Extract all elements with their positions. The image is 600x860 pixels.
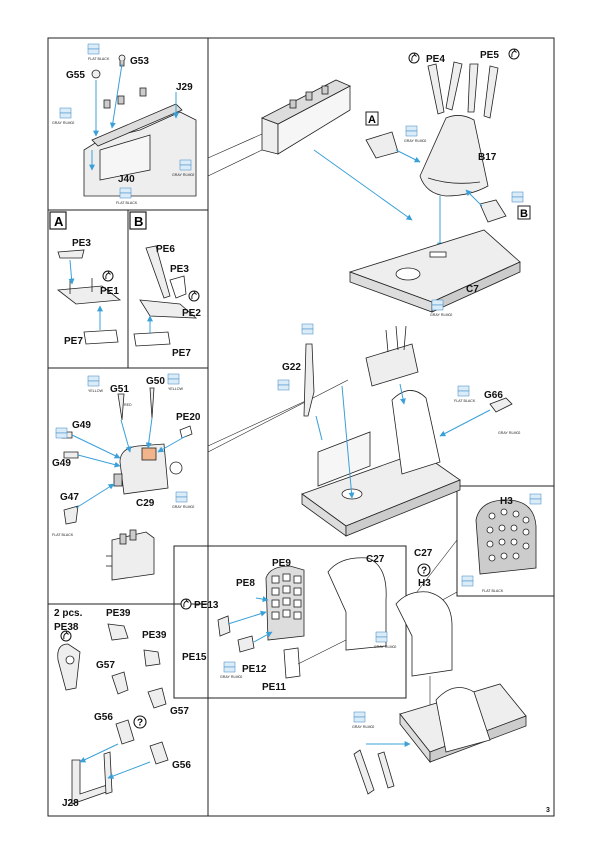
part-label-g47: G47	[60, 492, 79, 503]
paint-note: GRAY RLM02	[498, 431, 520, 435]
section-letter-b-box	[517, 205, 531, 220]
paint-note: GRAY RLM02	[220, 675, 242, 679]
part-label-c27-b: C27	[414, 548, 433, 559]
section-letter-a-ref: A	[368, 114, 376, 126]
part-label-pe7: PE7	[64, 336, 83, 347]
panel-bulkhead-arrows	[89, 63, 179, 171]
pedal-panel-arrows	[79, 743, 151, 779]
part-label-g50: G50	[146, 376, 165, 387]
part-label-pe39-b: PE39	[142, 630, 167, 641]
paint-note: GRAY RLM02	[374, 645, 396, 649]
tub-arrows	[315, 383, 491, 499]
part-label-pe20: PE20	[176, 412, 201, 423]
part-label-pe38: PE38	[54, 622, 79, 633]
part-label-g57: G57	[96, 660, 115, 671]
paint-note: GRAY RLM02	[352, 725, 374, 729]
part-label-pe2: PE2	[182, 308, 201, 319]
instrument-panel-parts	[217, 557, 453, 679]
paint-note: GRAY RLM02	[404, 139, 426, 143]
paint-note: FLAT BLACK	[116, 201, 138, 205]
seat-assembly	[365, 61, 507, 223]
part-label-j40: J40	[118, 174, 135, 185]
section-letter-a-box	[365, 111, 379, 126]
gauge-panel-parts	[61, 387, 193, 581]
part-label-j28: J28	[62, 798, 79, 809]
part-label-g49-b: G49	[52, 458, 71, 469]
paint-note: YELLOW	[88, 389, 104, 393]
part-label-pe3-b: PE3	[170, 264, 189, 275]
part-label-j29: J29	[176, 82, 193, 93]
cockpit-tub	[301, 325, 513, 537]
paint-note: FLAT BLACK	[52, 533, 74, 537]
part-label-pe3: PE3	[72, 238, 91, 249]
part-label-pe4: PE4	[426, 54, 445, 65]
section-letter-a: A	[54, 214, 64, 229]
paint-note: GRAY RLM02	[430, 313, 452, 317]
paint-note: FLAT BLACK	[454, 399, 476, 403]
paint-note: GRAY RLM02	[52, 121, 74, 125]
count-note: 2 pcs.	[54, 608, 83, 619]
panel-h3-part	[475, 499, 537, 575]
part-label-g57-b: G57	[170, 706, 189, 717]
page-number: 3	[546, 807, 550, 814]
part-label-pe5: PE5	[480, 50, 499, 61]
panel-b-parts	[133, 245, 198, 347]
part-label-pe12: PE12	[242, 664, 267, 675]
part-label-pe13: PE13	[194, 600, 219, 611]
part-label-pe11: PE11	[262, 682, 286, 693]
paint-note: RED	[124, 403, 132, 407]
part-label-pe15: PE15	[182, 652, 207, 663]
section-letter-b: B	[134, 214, 143, 229]
part-label-g22: G22	[282, 362, 301, 373]
panel-a-parts	[56, 249, 122, 345]
part-label-g49: G49	[72, 420, 91, 431]
paint-note: FLAT BLACK	[88, 57, 110, 61]
part-label-c27: C27	[366, 554, 385, 565]
seat-arrows	[313, 149, 483, 249]
part-label-h3: H3	[500, 496, 513, 507]
part-label-pe6: PE6	[156, 244, 175, 255]
panel-a-arrows	[68, 259, 103, 330]
part-label-pe8: PE8	[236, 578, 255, 589]
panel-frames	[47, 37, 555, 817]
section-letter-b-ref: B	[520, 208, 528, 220]
floor-c7	[348, 229, 521, 313]
paint-note: FLAT BLACK	[482, 589, 504, 593]
paint-note: GRAY RLM02	[172, 173, 194, 177]
part-label-pe1: PE1	[100, 286, 119, 297]
part-label-h3-b: H3	[418, 578, 431, 589]
gauge-panel-arrows	[71, 417, 187, 509]
part-label-g56-b: G56	[172, 760, 191, 771]
final-cockpit	[353, 683, 527, 795]
part-label-pe7-b: PE7	[172, 348, 191, 359]
part-label-pe9: PE9	[272, 558, 291, 569]
part-label-c7: C7	[466, 284, 479, 295]
part-label-pe39: PE39	[106, 608, 131, 619]
part-label-b17: B17	[478, 152, 497, 163]
paint-note: YELLOW	[168, 387, 184, 391]
part-label-g53: G53	[130, 56, 149, 67]
part-label-c29: C29	[136, 498, 155, 509]
part-label-g51: G51	[110, 384, 129, 395]
paint-note: GRAY RLM02	[172, 505, 194, 509]
part-label-g56: G56	[94, 712, 113, 723]
part-label-g55: G55	[66, 70, 85, 81]
part-label-g66: G66	[484, 390, 503, 401]
main-bulkhead	[261, 79, 351, 155]
pedal-panel-parts	[57, 623, 169, 805]
panel-bulkhead	[83, 54, 197, 197]
instrument-arrows	[227, 596, 273, 643]
